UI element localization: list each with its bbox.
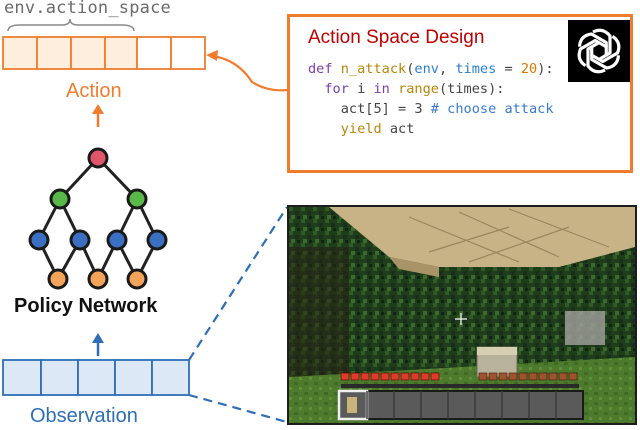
network-to-action-arrowhead bbox=[92, 104, 104, 114]
crosshair-icon bbox=[455, 313, 467, 325]
param: env bbox=[414, 61, 439, 77]
design-title: Action Space Design bbox=[308, 27, 485, 48]
output-node bbox=[87, 147, 109, 169]
health-hearts bbox=[340, 372, 440, 381]
code-text: (times): bbox=[438, 81, 505, 97]
action-space-design-panel: Action Space Design def n_attack(env, ti… bbox=[287, 14, 633, 173]
network-edges bbox=[37, 156, 159, 280]
hidden-node bbox=[28, 229, 50, 251]
indent bbox=[308, 81, 324, 97]
xp-bar bbox=[341, 384, 579, 388]
hidden-node bbox=[126, 188, 148, 210]
number: 20 bbox=[520, 61, 538, 77]
code-text: act[5] = 3 bbox=[340, 101, 431, 117]
param: times bbox=[455, 61, 497, 77]
stone-block bbox=[565, 311, 605, 345]
action-vector bbox=[2, 36, 206, 70]
ceiling-block bbox=[329, 207, 635, 267]
code-keyword: def bbox=[308, 61, 341, 77]
network-nodes bbox=[28, 147, 168, 290]
design-to-action-arrow bbox=[212, 54, 288, 92]
game-scene bbox=[289, 207, 635, 423]
code-keyword: yield bbox=[340, 121, 390, 137]
input-node bbox=[87, 268, 109, 290]
dashed-connector-bottom bbox=[188, 393, 288, 424]
code-punct: = bbox=[496, 61, 521, 77]
action-space-brace bbox=[7, 18, 135, 32]
code-punct: ): bbox=[537, 61, 554, 77]
dashed-connector-top bbox=[188, 206, 288, 361]
variable: i bbox=[357, 81, 374, 97]
game-observation-frame bbox=[287, 205, 637, 425]
hidden-node bbox=[106, 229, 128, 251]
action-space-label: env.action_space bbox=[4, 0, 171, 18]
hotbar bbox=[338, 390, 584, 420]
hunger-bar bbox=[478, 372, 578, 381]
code-keyword: for bbox=[324, 81, 358, 97]
observation-to-network-arrowhead bbox=[92, 333, 104, 343]
hidden-node bbox=[49, 188, 71, 210]
indent bbox=[308, 101, 341, 117]
observation-vector bbox=[2, 359, 190, 396]
policy-network-label: Policy Network bbox=[14, 295, 158, 317]
code-punct: ( bbox=[406, 61, 415, 77]
code-text: act bbox=[389, 121, 415, 137]
builtin: range bbox=[398, 81, 439, 97]
openai-logo-icon bbox=[568, 20, 630, 82]
function-name: n_attack bbox=[340, 61, 407, 77]
code-punct: , bbox=[438, 61, 456, 77]
action-label: Action bbox=[66, 80, 122, 102]
input-node bbox=[47, 268, 69, 290]
input-node bbox=[126, 268, 148, 290]
indent bbox=[308, 121, 341, 137]
hidden-node bbox=[69, 229, 91, 251]
code-block: def n_attack(env, times = 20): for i in … bbox=[308, 59, 554, 139]
code-comment: # choose attack bbox=[430, 101, 554, 117]
observation-label: Observation bbox=[30, 405, 138, 427]
code-keyword: in bbox=[373, 81, 399, 97]
held-item-icon bbox=[347, 397, 357, 413]
design-arrow-head bbox=[206, 50, 218, 61]
hidden-node bbox=[146, 229, 168, 251]
